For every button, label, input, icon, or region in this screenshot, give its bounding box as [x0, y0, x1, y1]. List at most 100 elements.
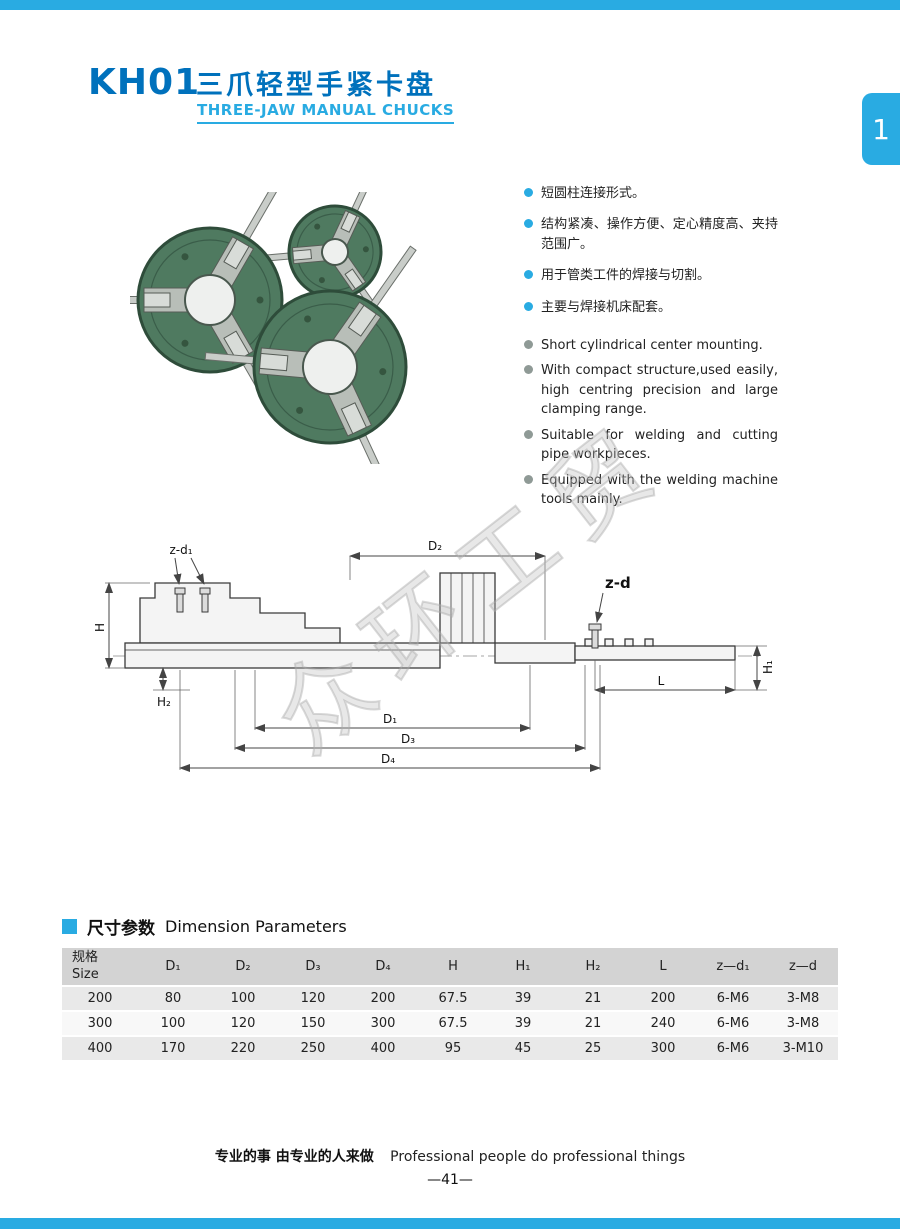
jaw: [258, 347, 308, 379]
section-header: 尺寸参数 Dimension Parameters: [62, 914, 347, 939]
feature-item: Equipped with the welding machine tools …: [524, 471, 778, 510]
cell: 95: [418, 1036, 488, 1062]
table-row: 400 170 220 250 400 95 45 25 300 6-M6 3-…: [62, 1036, 838, 1062]
cell: 300: [628, 1036, 698, 1062]
table-row: 300 100 120 150 300 67.5 39 21 240 6-M6 …: [62, 1011, 838, 1037]
col-header: z—d₁: [698, 948, 768, 987]
cell: 45: [488, 1036, 558, 1062]
cell: 400: [348, 1036, 418, 1062]
dim-label-h2: H₂: [157, 695, 171, 709]
bullet-icon: [524, 301, 533, 311]
page-title-chinese: 三爪轻型手紧卡盘: [196, 70, 436, 101]
cell: 240: [628, 1011, 698, 1037]
cell: 3-M10: [768, 1036, 838, 1062]
cell: 6-M6: [698, 1011, 768, 1037]
jaw: [331, 209, 361, 247]
dim-label-zd1: z-d₁: [169, 543, 192, 557]
cell: 300: [62, 1011, 138, 1037]
col-header: D₃: [278, 948, 348, 987]
cell: 6-M6: [698, 986, 768, 1012]
cell: 3-M8: [768, 986, 838, 1012]
jaw: [143, 287, 189, 313]
feature-text: 结构紧凑、操作方便、定心精度高、夹持范围广。: [541, 217, 778, 253]
dim-label-h: H: [95, 623, 107, 632]
features-english: Short cylindrical center mounting. With …: [524, 336, 778, 510]
bullet-icon: [524, 339, 533, 349]
feature-item: 结构紧凑、操作方便、定心精度高、夹持范围广。: [524, 215, 778, 255]
col-header: H₁: [488, 948, 558, 987]
dimension-table: 规格 Size D₁ D₂ D₃ D₄ H H₁ H₂ L z—d₁ z—d 2…: [62, 948, 838, 1062]
col-header: L: [628, 948, 698, 987]
feature-text: Short cylindrical center mounting.: [541, 337, 763, 353]
col-header: z—d: [768, 948, 838, 987]
table-row: 200 80 100 120 200 67.5 39 21 200 6-M6 3…: [62, 986, 838, 1012]
cell: 39: [488, 1011, 558, 1037]
feature-text: With compact structure,used easily, high…: [541, 363, 778, 418]
cell: 21: [558, 986, 628, 1012]
col-header: H: [418, 948, 488, 987]
dim-label-h1: H₁: [761, 660, 775, 674]
cross-section-svg: H H₂ z-d₁ D₂ z-d H₁: [93, 539, 775, 772]
cell: 150: [278, 1011, 348, 1037]
feature-item: 用于管类工件的焊接与切割。: [524, 266, 778, 286]
page-number: —41—: [427, 1172, 473, 1188]
dim-label-d3: D₃: [401, 732, 415, 746]
chuck-body-section: [124, 582, 441, 669]
section-title-chinese: 尺寸参数: [87, 919, 155, 939]
chucks-illustration: [59, 152, 417, 495]
cell: 100: [138, 1011, 208, 1037]
cell: 25: [558, 1036, 628, 1062]
col-header: H₂: [558, 948, 628, 987]
section-bullet-icon: [62, 919, 77, 934]
cell: 300: [348, 1011, 418, 1037]
feature-item: 主要与焊接机床配套。: [524, 298, 778, 318]
cell: 170: [138, 1036, 208, 1062]
bullet-icon: [524, 429, 533, 439]
dim-label-d1: D₁: [383, 712, 397, 726]
col-header: D₄: [348, 948, 418, 987]
cell: 250: [278, 1036, 348, 1062]
bullet-icon: [524, 474, 533, 484]
page-title-english: THREE-JAW MANUAL CHUCKS: [197, 101, 455, 124]
model-code: KH01: [88, 62, 201, 103]
feature-text: 主要与焊接机床配套。: [541, 299, 672, 315]
dim-label-l: L: [658, 674, 665, 688]
feature-text: 用于管类工件的焊接与切割。: [541, 268, 711, 284]
size-header-en: Size: [72, 966, 99, 982]
feature-item: With compact structure,used easily, high…: [524, 361, 778, 420]
cell: 200: [348, 986, 418, 1012]
cell: 6-M6: [698, 1036, 768, 1062]
feature-text: Suitable for welding and cutting pipe wo…: [541, 427, 778, 463]
cell: 67.5: [418, 1011, 488, 1037]
cell: 3-M8: [768, 1011, 838, 1037]
bullet-icon: [524, 219, 533, 229]
cell: 400: [62, 1036, 138, 1062]
features-chinese: 短圆柱连接形式。 结构紧凑、操作方便、定心精度高、夹持范围广。 用于管类工件的焊…: [524, 184, 778, 318]
dim-label-zd: z-d: [605, 574, 631, 592]
section-title-english: Dimension Parameters: [165, 917, 347, 936]
footer-slogan: 专业的事 由专业的人来做 Professional people do prof…: [0, 1146, 900, 1166]
chuck-front: [204, 245, 417, 495]
top-accent-bar: [0, 0, 900, 10]
cell: 80: [138, 986, 208, 1012]
cell: 67.5: [418, 986, 488, 1012]
dim-label-d2: D₂: [428, 539, 442, 553]
col-header-size: 规格 Size: [62, 948, 138, 987]
jaw: [332, 301, 382, 356]
bullet-icon: [524, 270, 533, 280]
feature-item: 短圆柱连接形式。: [524, 184, 778, 204]
feature-item: Suitable for welding and cutting pipe wo…: [524, 426, 778, 465]
feature-text: 短圆柱连接形式。: [541, 186, 646, 201]
cell: 200: [628, 986, 698, 1012]
cell: 120: [208, 1011, 278, 1037]
size-header-cn: 规格: [72, 950, 99, 966]
bottom-accent-bar: [0, 1218, 900, 1229]
feature-text: Equipped with the welding machine tools …: [541, 472, 778, 508]
col-header: D₂: [208, 948, 278, 987]
cell: 220: [208, 1036, 278, 1062]
right-jaw-section: [574, 623, 736, 661]
bullet-icon: [524, 188, 533, 197]
cell: 39: [488, 986, 558, 1012]
bullet-icon: [524, 365, 533, 375]
